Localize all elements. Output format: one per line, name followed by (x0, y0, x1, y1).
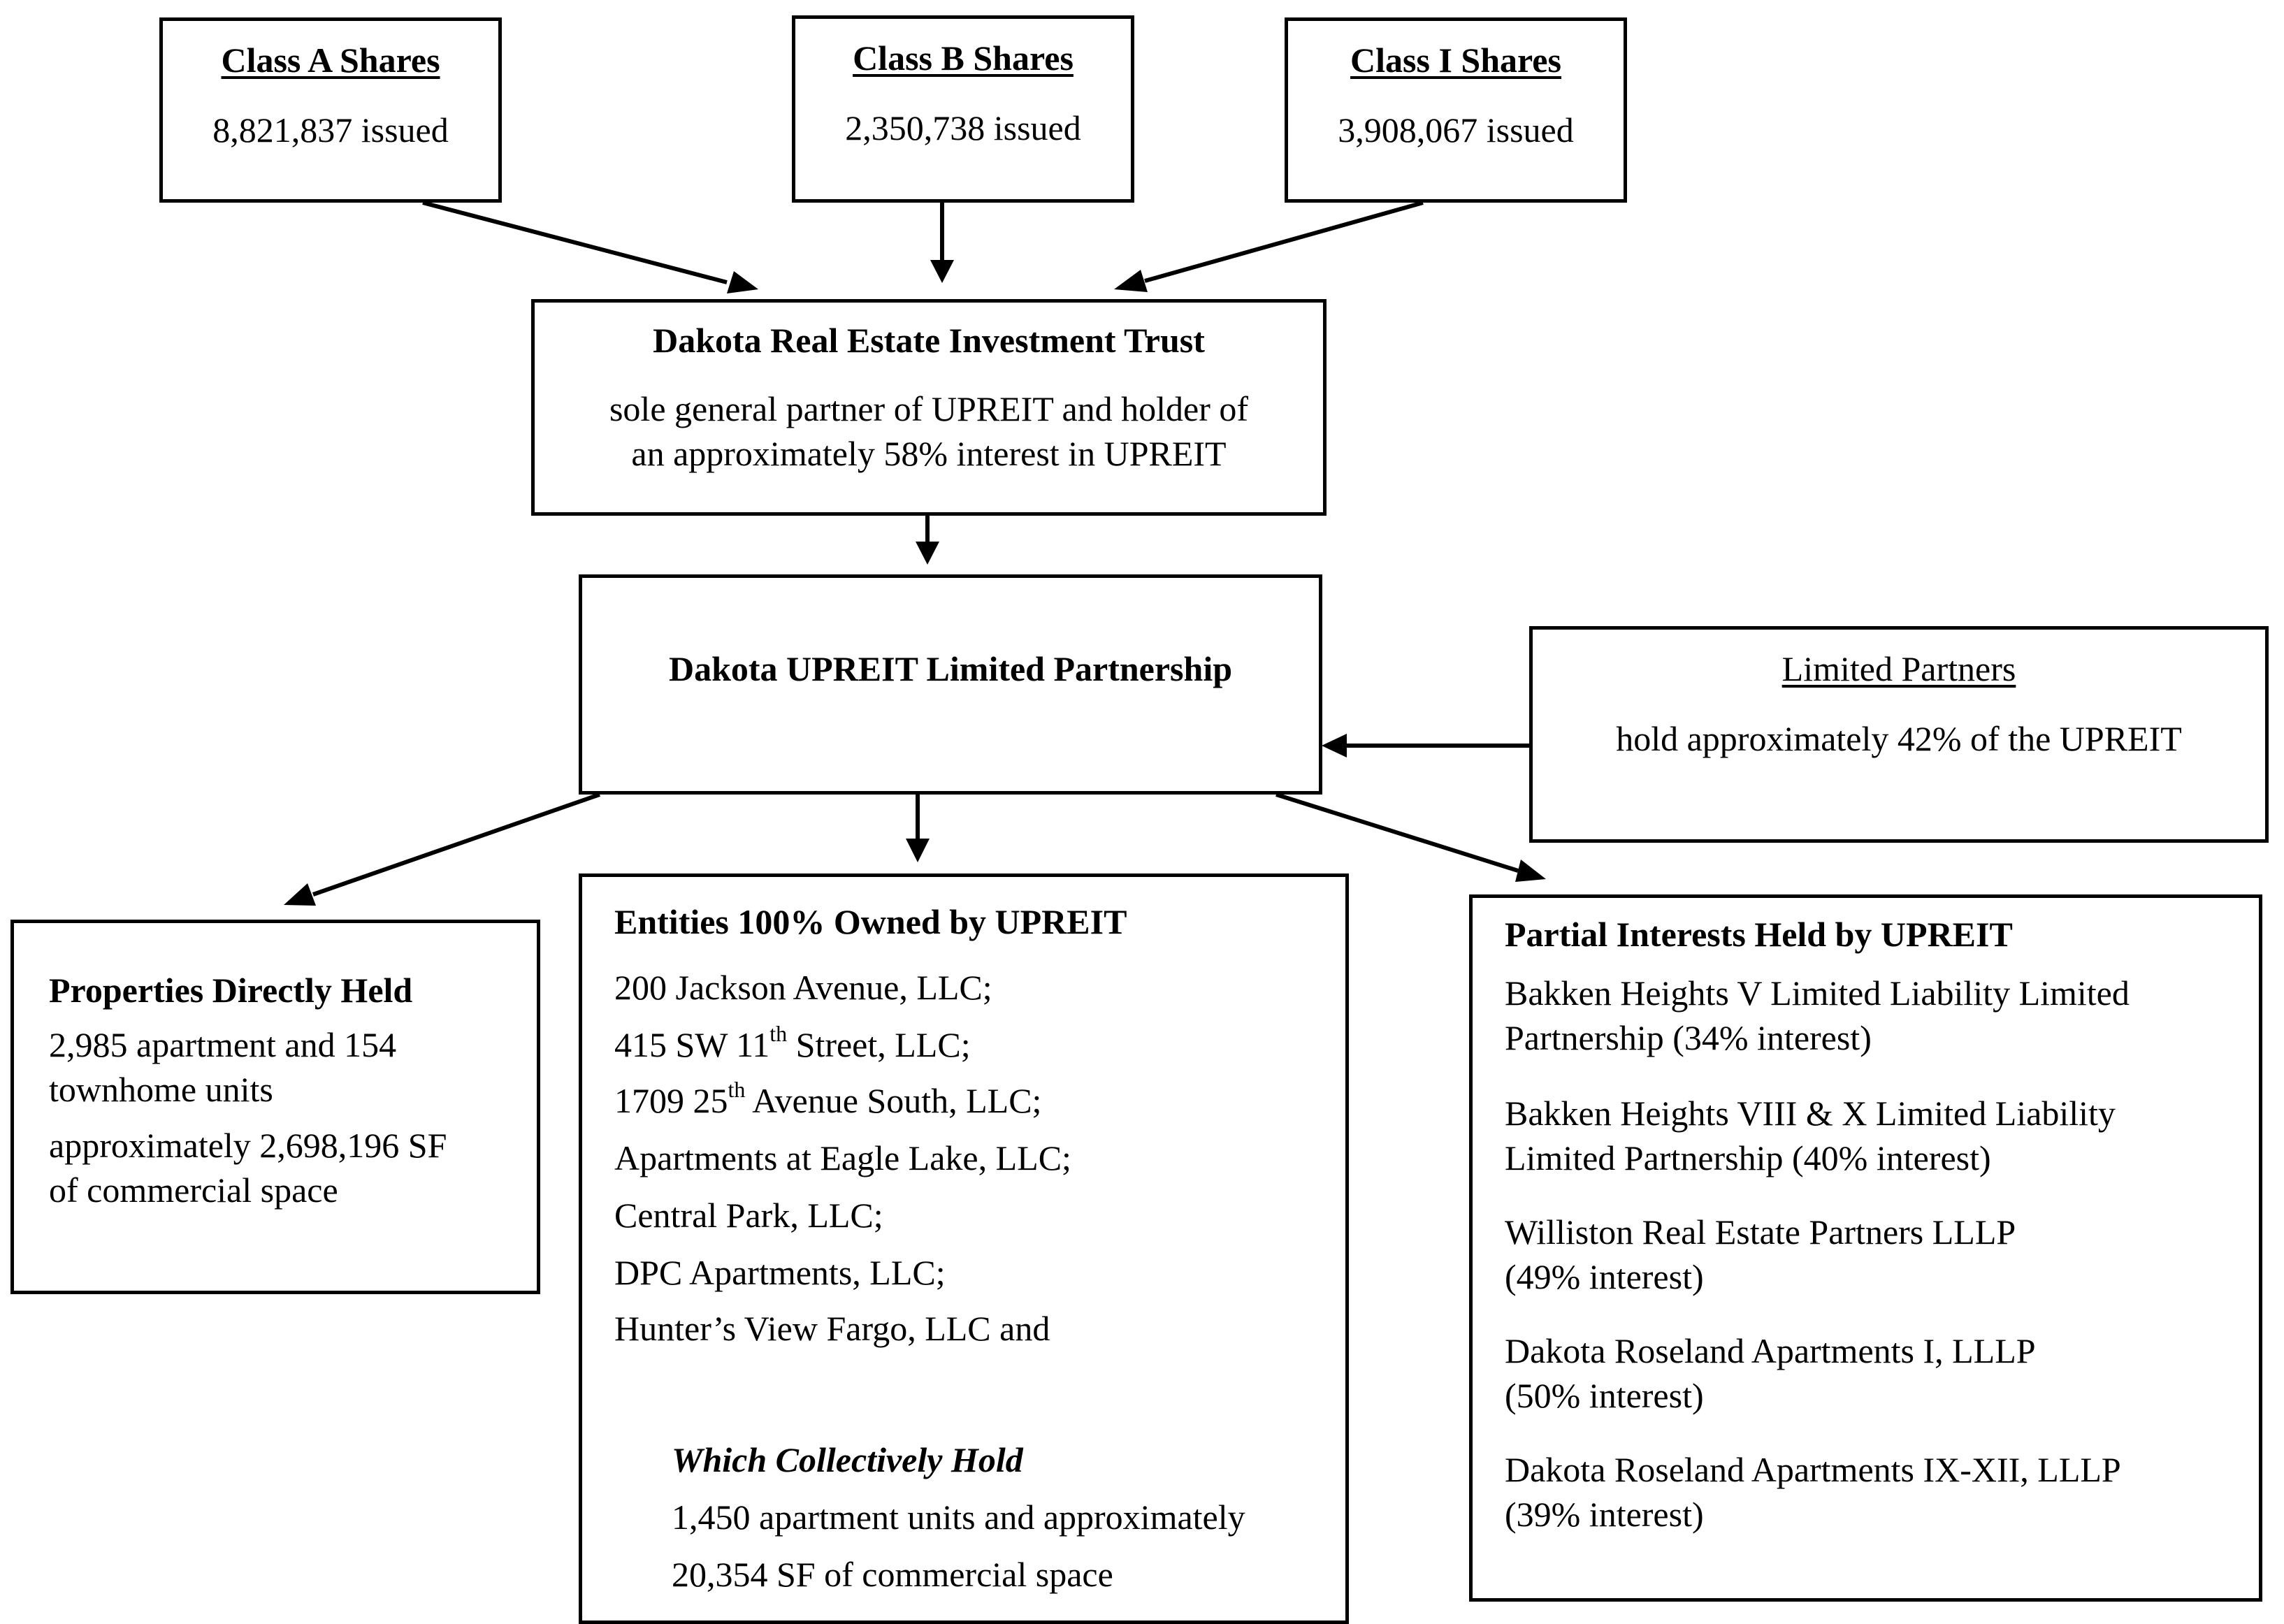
direct-title: Properties Directly Held (49, 971, 413, 1010)
partial-2-line-2: Limited Partnership (40% interest) (1505, 1138, 1991, 1177)
entity-item-2: 415 SW 11th Street, LLC; (614, 1021, 971, 1064)
partial-5-line-2: (39% interest) (1505, 1495, 1704, 1534)
arrow-head-entities (906, 839, 930, 862)
partial-1-line-1: Bakken Heights V Limited Liability Limit… (1505, 973, 2130, 1013)
partial-4-line-1: Dakota Roseland Apartments I, LLLP (1505, 1331, 2036, 1370)
arrow-head-class-b (930, 260, 954, 283)
properties-directly-held-box: Properties Directly Held 2,985 apartment… (10, 920, 540, 1294)
limited-partners-title: Limited Partners (1781, 649, 2016, 688)
class-i-issued: 3,908,067 issued (1338, 110, 1574, 150)
direct-line-4: of commercial space (49, 1170, 338, 1210)
limited-partners-box: Limited Partners hold approximately 42% … (1529, 626, 2269, 843)
arrow-head-trust (916, 542, 939, 565)
class-a-issued: 8,821,837 issued (212, 110, 449, 150)
arrow-class-i-to-trust (1144, 201, 1424, 283)
class-i-title: Class I Shares (1350, 41, 1561, 80)
class-b-issued: 2,350,738 issued (845, 108, 1081, 147)
class-a-shares-box: Class A Shares 8,821,837 issued (159, 17, 502, 203)
class-a-title: Class A Shares (221, 41, 440, 80)
trust-title: Dakota Real Estate Investment Trust (653, 321, 1205, 360)
trust-box: Dakota Real Estate Investment Trust sole… (531, 299, 1327, 516)
entities-title: Entities 100% Owned by UPREIT (614, 902, 1127, 941)
arrow-upreit-to-partial (1275, 792, 1519, 873)
trust-line-2: an approximately 58% interest in UPREIT (631, 434, 1227, 473)
arrow-head-direct (284, 883, 316, 906)
class-b-shares-box: Class B Shares 2,350,738 issued (792, 15, 1134, 203)
partial-title: Partial Interests Held by UPREIT (1505, 915, 2013, 954)
arrow-head-class-i (1114, 270, 1148, 292)
class-i-shares-box: Class I Shares 3,908,067 issued (1285, 17, 1627, 203)
entity-item-4: Apartments at Eagle Lake, LLC; (614, 1138, 1071, 1177)
limited-partners-detail: hold approximately 42% of the UPREIT (1616, 719, 2182, 758)
arrow-head-class-a (727, 271, 758, 293)
direct-line-1: 2,985 apartment and 154 (49, 1025, 397, 1064)
partial-5-line-1: Dakota Roseland Apartments IX-XII, LLLP (1505, 1450, 2121, 1489)
arrow-upreit-to-direct (312, 792, 600, 897)
entity-item-5: Central Park, LLC; (614, 1196, 883, 1235)
collective-line-2: 20,354 SF of commercial space (672, 1555, 1113, 1594)
direct-line-3: approximately 2,698,196 SF (49, 1126, 447, 1165)
upreit-title: Dakota UPREIT Limited Partnership (668, 649, 1233, 688)
collective-line-1: 1,450 apartment units and approximately (672, 1498, 1245, 1537)
entity-item-3: 1709 25th Avenue South, LLC; (614, 1077, 1042, 1120)
entity-item-7: Hunter’s View Fargo, LLC and (614, 1309, 1050, 1348)
partial-2-line-1: Bakken Heights VIII & X Limited Liabilit… (1505, 1094, 2116, 1133)
collective-title: Which Collectively Hold (672, 1440, 1023, 1479)
partial-4-line-2: (50% interest) (1505, 1376, 1704, 1415)
entity-item-1: 200 Jackson Avenue, LLC; (614, 968, 992, 1007)
arrow-head-lp (1322, 734, 1347, 757)
partial-3-line-1: Williston Real Estate Partners LLLP (1505, 1212, 2016, 1252)
arrow-class-a-to-trust (422, 201, 728, 284)
class-b-title: Class B Shares (853, 38, 1074, 78)
partial-interests-box: Partial Interests Held by UPREIT Bakken … (1469, 894, 2262, 1602)
arrow-head-partial (1515, 860, 1546, 882)
upreit-box: Dakota UPREIT Limited Partnership (579, 574, 1322, 795)
partial-3-line-2: (49% interest) (1505, 1257, 1704, 1296)
direct-line-2: townhome units (49, 1070, 273, 1109)
entities-owned-box: Entities 100% Owned by UPREIT 200 Jackso… (579, 873, 1349, 1624)
entity-item-6: DPC Apartments, LLC; (614, 1253, 946, 1292)
partial-1-line-2: Partnership (34% interest) (1505, 1018, 1872, 1057)
trust-line-1: sole general partner of UPREIT and holde… (609, 389, 1249, 428)
